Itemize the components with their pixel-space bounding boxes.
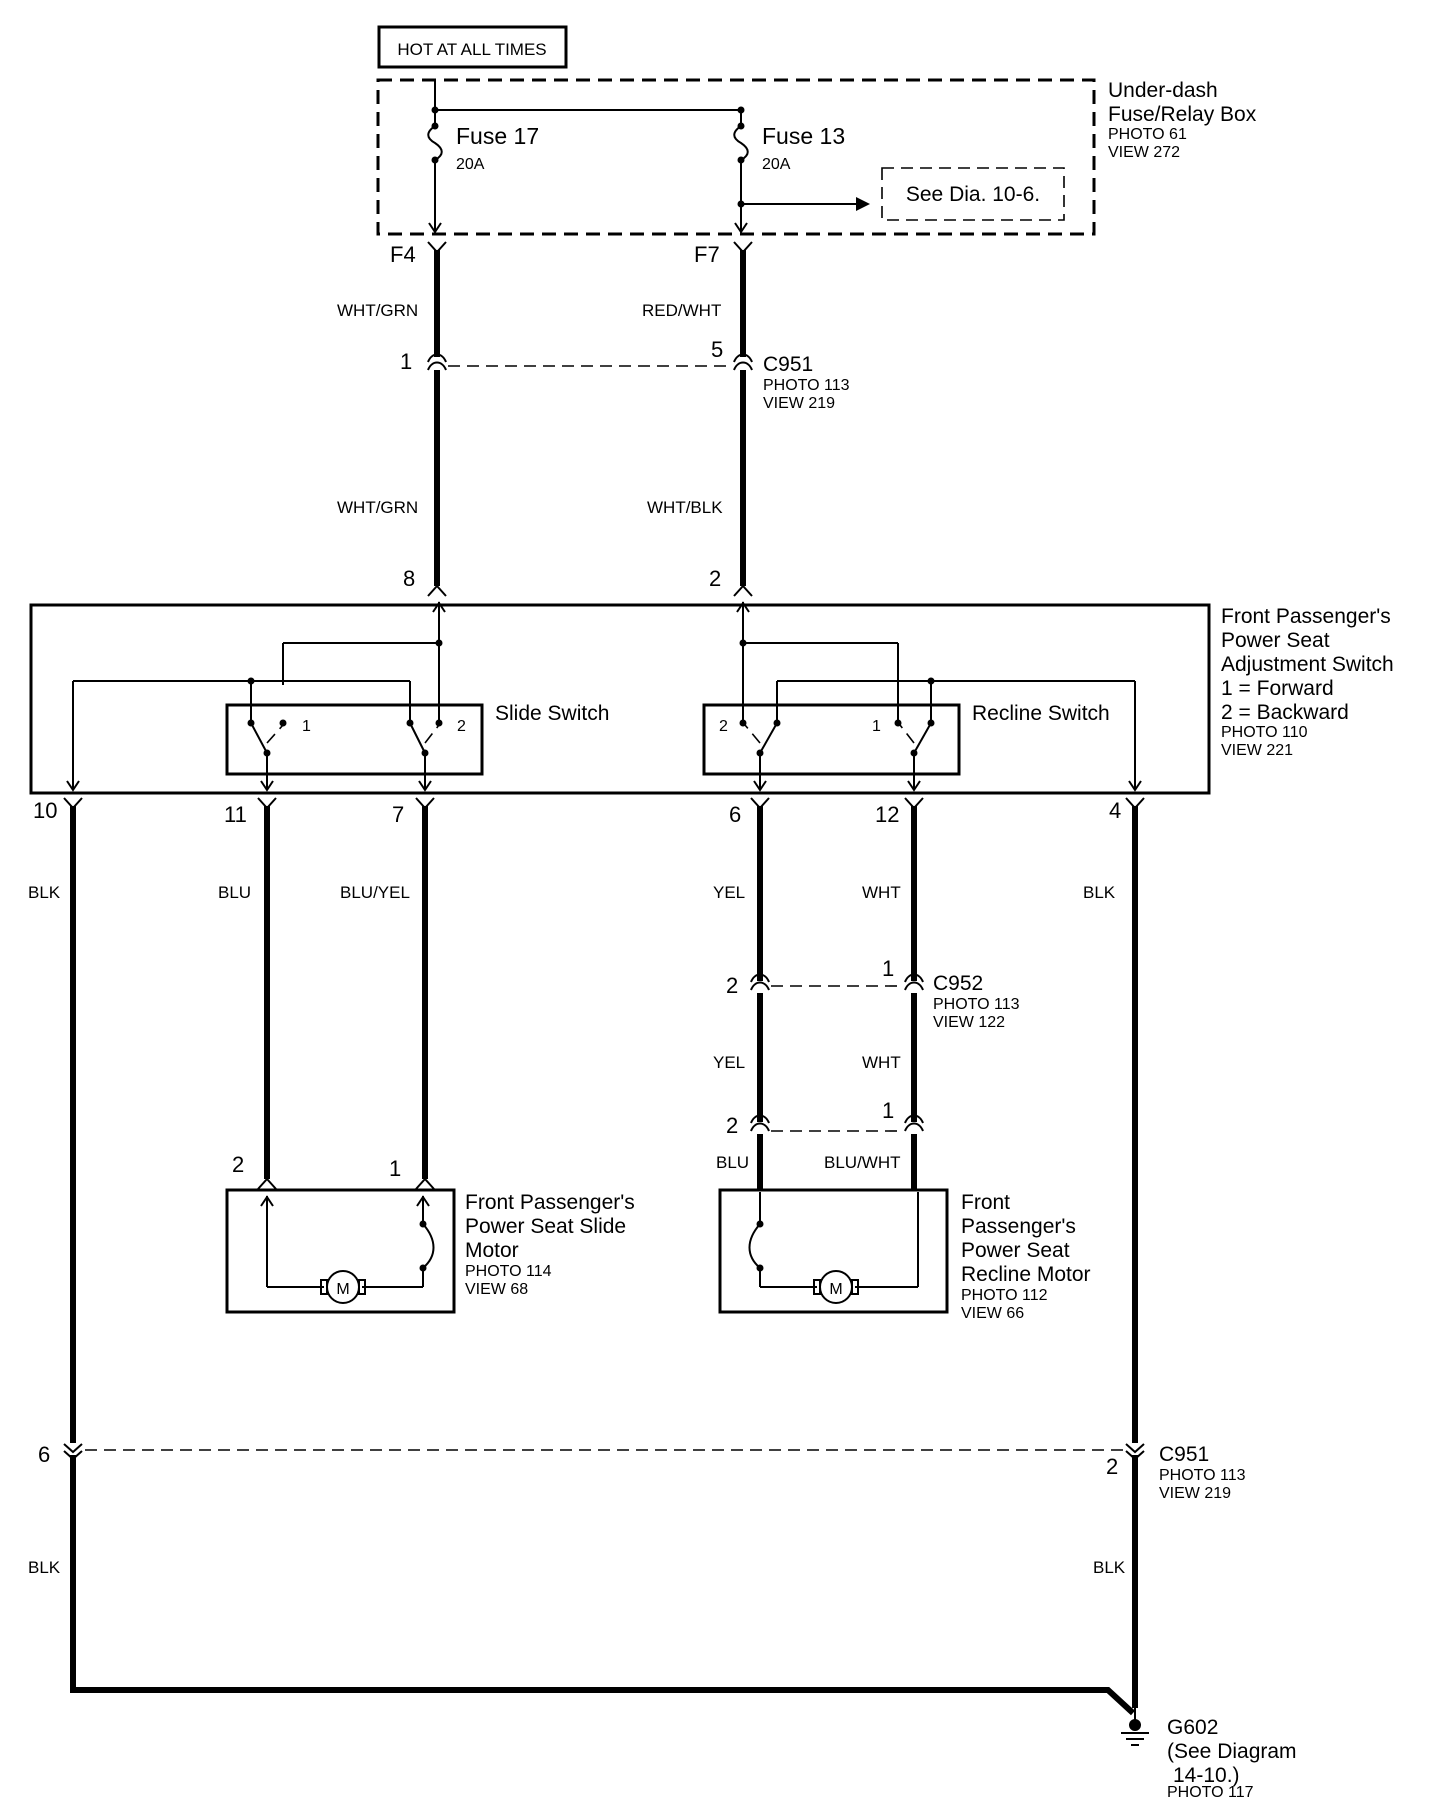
recline-motor-view: VIEW 66: [961, 1305, 1024, 1322]
c951-pin-5: 5: [711, 337, 723, 362]
slide-switch-pos-1: 1: [302, 718, 311, 735]
slide-motor-photo: PHOTO 114: [465, 1263, 552, 1280]
switch-assembly-box: [29, 603, 1211, 795]
switch-unit-photo: PHOTO 110: [1221, 724, 1308, 741]
fuse-box-view: VIEW 272: [1108, 144, 1180, 161]
fuse-box-name-1: Under-dash: [1108, 79, 1218, 102]
wire-blk-right-lower: BLK: [1093, 1558, 1126, 1577]
switch-unit-line2: Power Seat: [1221, 629, 1330, 652]
c951b-photo: PHOTO 113: [1159, 1467, 1246, 1484]
wire-blu: BLU: [218, 883, 251, 902]
see-dia-label: See Dia. 10-6.: [906, 183, 1040, 206]
c951-name: C951: [763, 353, 813, 376]
slide-motor-view: VIEW 68: [465, 1281, 528, 1298]
wire-wht-lower: WHT: [862, 1053, 901, 1072]
wire-red-wht: RED/WHT: [642, 301, 721, 320]
wire-blk-left-lower: BLK: [28, 1558, 61, 1577]
slide-motor-line3: Motor: [465, 1239, 519, 1262]
fuse-17-rating: 20A: [456, 156, 485, 173]
wire-wht-grn-lower: WHT/GRN: [337, 498, 418, 517]
c951-view: VIEW 219: [763, 395, 835, 412]
slide-switch-pos-2: 2: [457, 718, 466, 735]
c951b-pin-6: 6: [38, 1442, 50, 1467]
slide-motor-box: [225, 1188, 456, 1314]
fuse-13-name: Fuse 13: [762, 123, 845, 149]
hot-at-all-times-box: [377, 25, 568, 69]
slide-motor-m-icon: M: [320, 1270, 366, 1304]
fuse-relay-box: [376, 78, 1096, 236]
wire-blk-right-upper: BLK: [1083, 883, 1116, 902]
slide-switch-box: [225, 703, 484, 776]
c951-pin-1: 1: [400, 349, 412, 374]
wire-yel-lower: YEL: [713, 1053, 745, 1072]
c952-photo: PHOTO 113: [933, 996, 1020, 1013]
c952a-pin-1: 1: [882, 956, 894, 981]
switch-pin-8: 8: [403, 566, 415, 591]
c951b-view: VIEW 219: [1159, 1485, 1231, 1502]
svg-text:M: M: [336, 1281, 349, 1298]
c952b-pin-1: 1: [882, 1098, 894, 1123]
hot-at-all-times-label: HOT AT ALL TIMES: [397, 40, 546, 59]
slide-motor-pin-2: 2: [232, 1152, 244, 1177]
switch-unit-view: VIEW 221: [1221, 742, 1293, 759]
switch-pin-11: 11: [224, 802, 247, 827]
wire-blu-wht: BLU/WHT: [824, 1153, 901, 1172]
c952b-pin-2: 2: [726, 1113, 738, 1138]
wire-blu-yel: BLU/YEL: [340, 883, 410, 902]
terminal-f7: F7: [694, 242, 720, 267]
switch-pin-12: 12: [875, 802, 899, 827]
see-dia-box: [881, 167, 1065, 221]
switch-unit-line1: Front Passenger's: [1221, 605, 1391, 628]
c951b-pin-2: 2: [1106, 1454, 1118, 1479]
recline-motor-line2: Passenger's: [961, 1215, 1076, 1238]
ground-line2: (See Diagram: [1167, 1740, 1297, 1763]
slide-motor-line2: Power Seat Slide: [465, 1215, 626, 1238]
c951-photo: PHOTO 113: [763, 377, 850, 394]
wire-wht-grn-upper: WHT/GRN: [337, 301, 418, 320]
recline-switch-pos-1: 1: [872, 718, 881, 735]
wire-blk-left-upper: BLK: [28, 883, 61, 902]
fuse-13-rating: 20A: [762, 156, 791, 173]
recline-motor-line1: Front: [961, 1191, 1010, 1214]
recline-switch-pos-2: 2: [719, 718, 728, 735]
terminal-f4: F4: [390, 242, 416, 267]
ground-icon: [1121, 1708, 1149, 1746]
recline-switch-label: Recline Switch: [972, 702, 1110, 725]
fuse-box-name-2: Fuse/Relay Box: [1108, 103, 1257, 126]
switch-unit-line4: 1 = Forward: [1221, 677, 1334, 700]
switch-pin-2: 2: [709, 566, 721, 591]
c952-name: C952: [933, 972, 983, 995]
fuse-17-name: Fuse 17: [456, 123, 539, 149]
switch-pin-7: 7: [392, 802, 404, 827]
switch-unit-line5: 2 = Backward: [1221, 701, 1349, 724]
recline-motor-line4: Recline Motor: [961, 1263, 1091, 1286]
fuse-box-photo: PHOTO 61: [1108, 126, 1187, 143]
slide-motor-pin-1: 1: [389, 1156, 401, 1181]
ground-photo: PHOTO 117: [1167, 1784, 1254, 1798]
c952a-pin-2: 2: [726, 973, 738, 998]
slide-switch-label: Slide Switch: [495, 702, 609, 725]
recline-motor-m-icon: M: [813, 1270, 859, 1304]
svg-text:M: M: [829, 1281, 842, 1298]
switch-pin-10: 10: [33, 798, 57, 823]
slide-motor-line1: Front Passenger's: [465, 1191, 635, 1214]
wire-wht-blk: WHT/BLK: [647, 498, 723, 517]
ground-name: G602: [1167, 1716, 1218, 1739]
wire-wht-upper: WHT: [862, 883, 901, 902]
switch-unit-line3: Adjustment Switch: [1221, 653, 1394, 676]
recline-switch-box: [702, 703, 961, 776]
fuse-17-symbol: [427, 125, 443, 161]
c952-view: VIEW 122: [933, 1014, 1005, 1031]
wire-yel-upper: YEL: [713, 883, 745, 902]
ground-line3: 14-10.): [1173, 1764, 1240, 1787]
switch-pin-6: 6: [729, 802, 741, 827]
recline-motor-line3: Power Seat: [961, 1239, 1070, 1262]
recline-motor-box: [718, 1188, 949, 1314]
wire-blu-recline: BLU: [716, 1153, 749, 1172]
c951b-name: C951: [1159, 1443, 1209, 1466]
fuse-13-symbol: [733, 125, 749, 161]
switch-pin-4: 4: [1109, 798, 1121, 823]
recline-motor-photo: PHOTO 112: [961, 1287, 1048, 1304]
